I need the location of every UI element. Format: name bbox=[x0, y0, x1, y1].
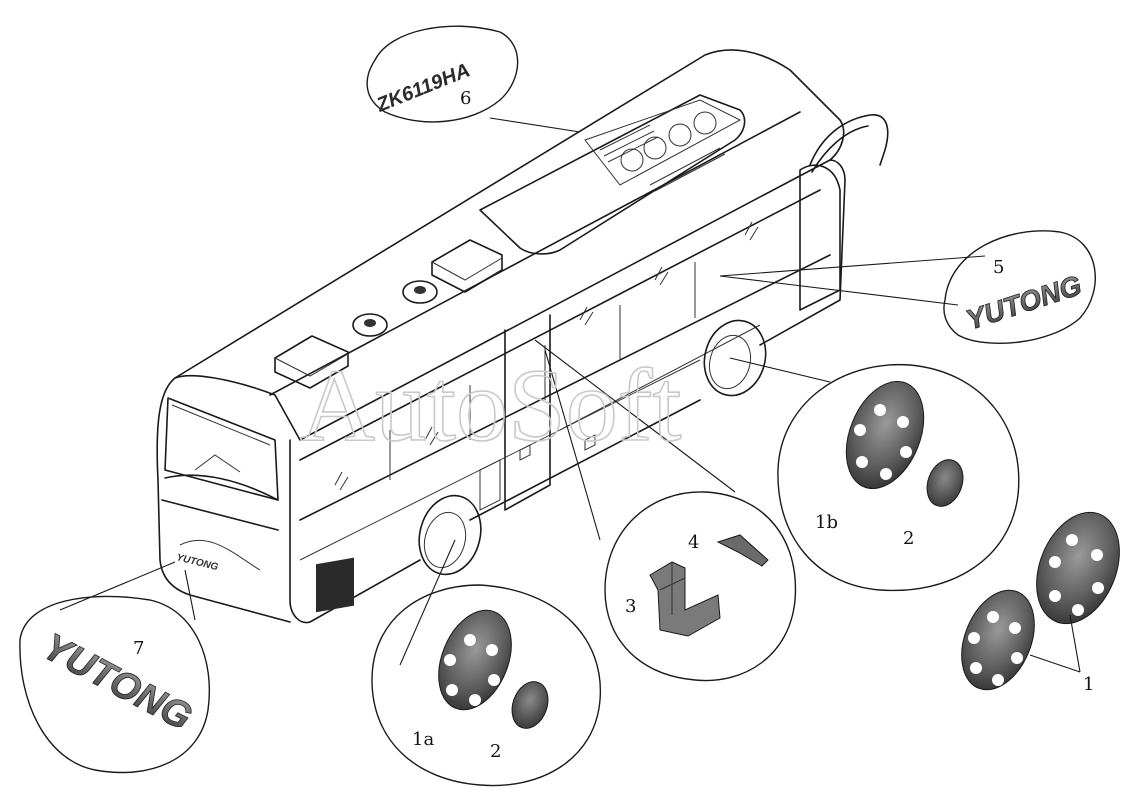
bubble-5 bbox=[943, 230, 1096, 344]
clip-4 bbox=[716, 534, 769, 567]
callout-2-left: 2 bbox=[490, 741, 501, 762]
hubcap-1-outer bbox=[1036, 511, 1120, 625]
callout-2-right: 2 bbox=[903, 528, 914, 549]
hub-nut-cap-2-left bbox=[511, 681, 549, 729]
callout-1a: 1a bbox=[412, 729, 434, 750]
roof-vent-2 bbox=[352, 313, 388, 337]
roof-vent-1 bbox=[402, 280, 438, 304]
roof-hatch-rear bbox=[274, 335, 349, 389]
callout-3: 3 bbox=[625, 596, 636, 617]
front-wheel bbox=[703, 319, 767, 397]
callout-7: 7 bbox=[133, 638, 144, 659]
leader-lines bbox=[59, 117, 986, 666]
hubcap-1b bbox=[845, 380, 925, 490]
leader-1 bbox=[1029, 614, 1081, 673]
callout-6: 6 bbox=[460, 88, 471, 109]
bubble-1b bbox=[777, 363, 1020, 592]
hub-nut-cap-2-right bbox=[926, 459, 964, 507]
svg-text:YUTONG: YUTONG bbox=[175, 552, 219, 573]
bubble-7 bbox=[19, 595, 211, 774]
callout-5: 5 bbox=[993, 257, 1004, 278]
hubcap-1a bbox=[438, 609, 512, 711]
rear-wheel bbox=[418, 494, 482, 576]
callout-1b: 1b bbox=[815, 512, 838, 533]
roof-hatch-front bbox=[431, 239, 503, 293]
bubble-3-4 bbox=[604, 491, 797, 682]
hubcap-1-inner bbox=[961, 589, 1035, 691]
callout-4: 4 bbox=[688, 532, 699, 553]
watermark: AutoSoft bbox=[300, 348, 681, 463]
bracket-3 bbox=[649, 561, 721, 637]
bubble-6 bbox=[366, 25, 519, 123]
roof-ac-unit bbox=[479, 94, 746, 255]
callout-1: 1 bbox=[1083, 674, 1094, 695]
